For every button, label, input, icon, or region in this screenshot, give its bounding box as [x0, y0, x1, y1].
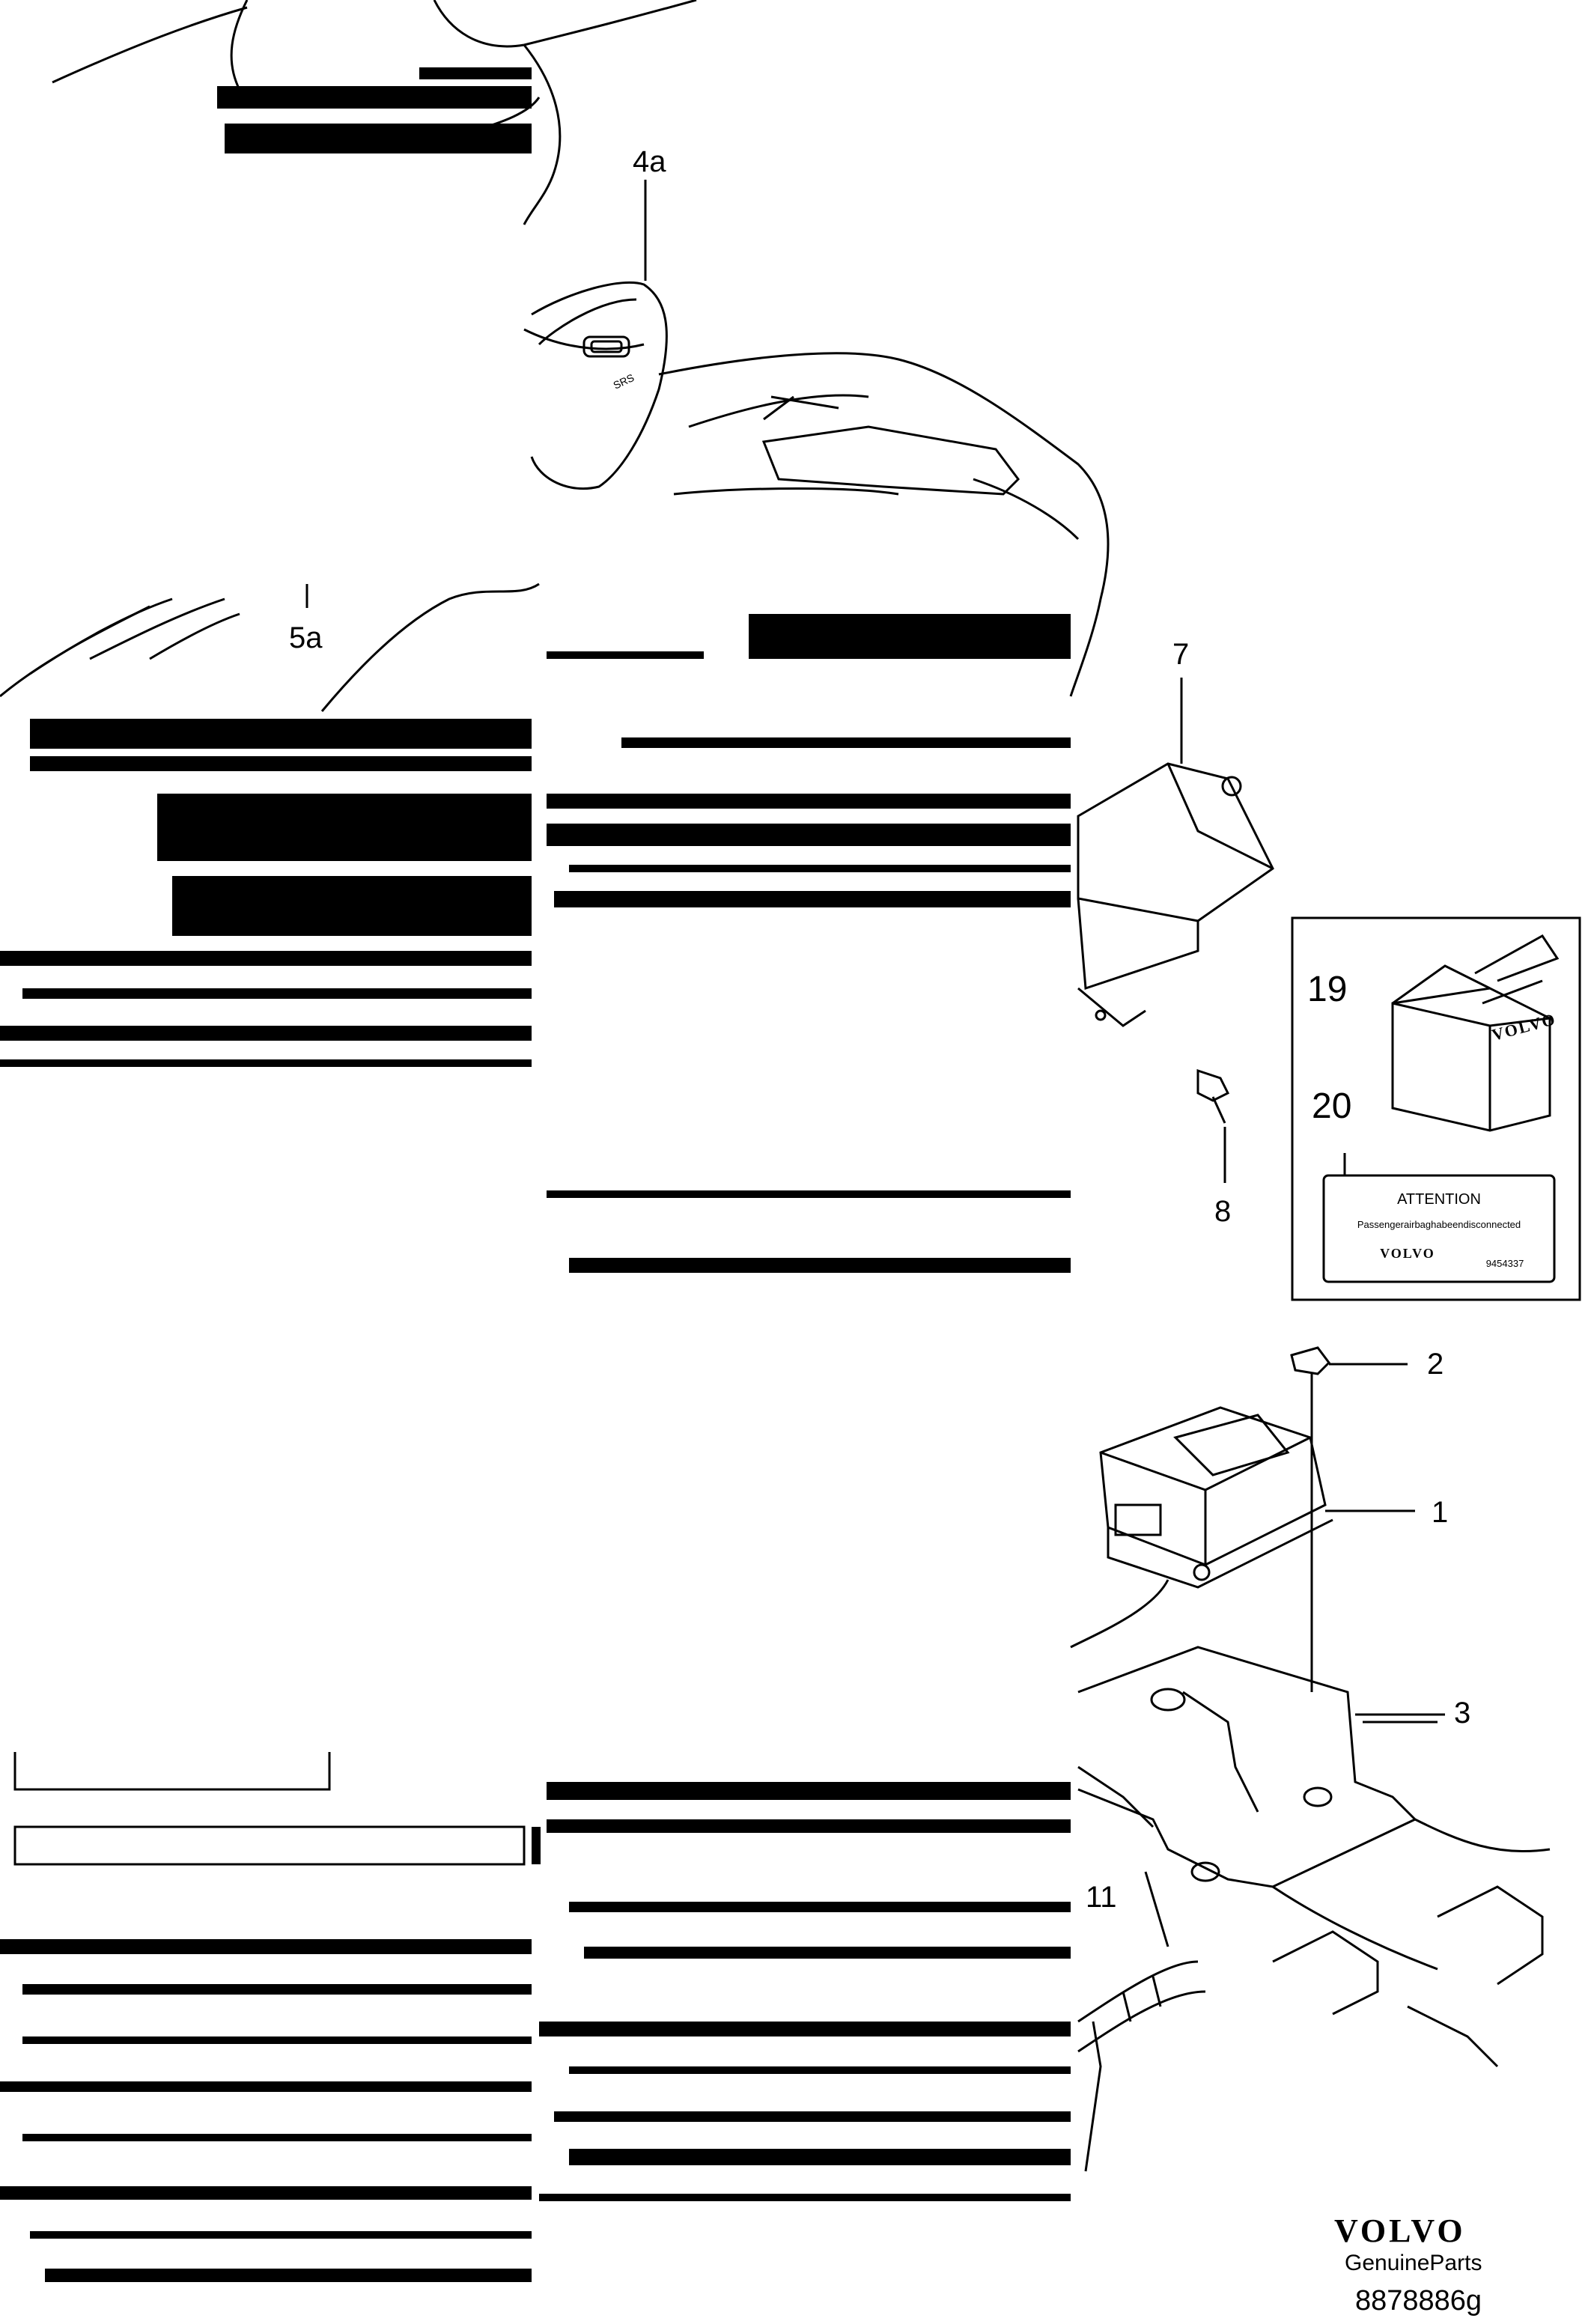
- steering-wheel-area: [52, 0, 697, 225]
- passenger-airbag-area: [0, 582, 540, 712]
- inset-box: [1291, 916, 1581, 1301]
- callout-5a: 5a: [289, 621, 323, 654]
- label-text: Passengerairbaghabeendisconnected: [1357, 1219, 1521, 1230]
- label-20: [1322, 1153, 1556, 1283]
- callout-8: 8: [1214, 1195, 1232, 1228]
- middle-hatched-region: [0, 614, 1071, 1273]
- dashboard-panel: [658, 352, 1110, 697]
- lower-left-frame: [13, 1752, 526, 1866]
- genuine-parts-text: GenuineParts: [1345, 2251, 1482, 2275]
- wiring-harness-11: [1077, 1871, 1206, 2172]
- vehicle-floor-tunnel: [1070, 1579, 1551, 2068]
- control-module-1: [1099, 1406, 1333, 1589]
- label-brand: VOLVO: [1380, 1246, 1435, 1261]
- bolt-2: [1290, 1346, 1408, 1692]
- callout-1: 1: [1432, 1496, 1449, 1529]
- drawing-number: 8878886g: [1355, 2285, 1482, 2317]
- airbag-srs-text: SRS: [612, 371, 636, 392]
- callout-20: 20: [1312, 1086, 1352, 1126]
- label-part-number: 9454337: [1486, 1258, 1524, 1269]
- screw-8: [1196, 1068, 1230, 1183]
- box-brand-text: VOLVO: [1490, 1009, 1558, 1044]
- callout-11: 11: [1086, 1881, 1117, 1914]
- callout-19: 19: [1307, 970, 1348, 1009]
- callout-2: 2: [1427, 1348, 1444, 1381]
- volvo-logo: VOLVO: [1334, 2212, 1466, 2249]
- bracket-3: [1077, 1646, 1438, 1888]
- top-left-hatched-region: [217, 67, 532, 153]
- callout-7: 7: [1172, 638, 1190, 671]
- callout-4a: 4a: [633, 145, 666, 178]
- passenger-airbag-module: [1077, 762, 1274, 1027]
- lower-hatched-region: [0, 1782, 1071, 2282]
- driver-airbag-module: [523, 281, 668, 490]
- label-title: ATTENTION: [1397, 1191, 1481, 1208]
- parts-box-19: [1391, 934, 1560, 1132]
- callout-3: 3: [1454, 1697, 1471, 1730]
